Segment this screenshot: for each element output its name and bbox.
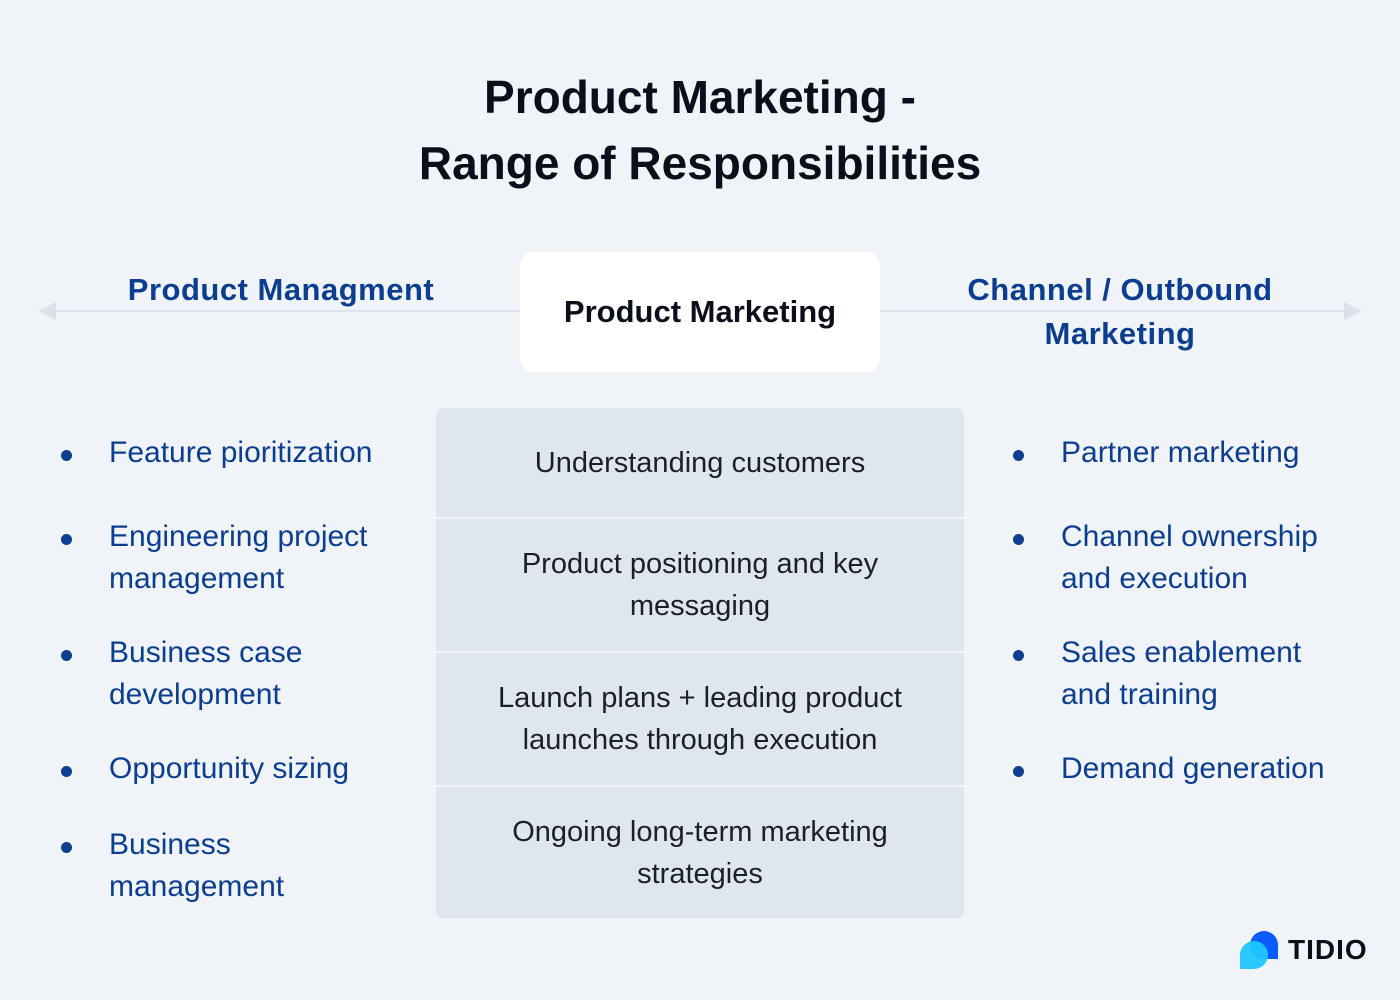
bullet-icon [61,766,72,777]
bullet-icon [1013,534,1024,545]
bullet-icon [1013,766,1024,777]
tidio-logo-icon [1240,931,1280,969]
center-cell: Product positioning and key messaging [521,548,879,622]
left-list-item: Business management [109,828,285,903]
center-cell: Ongoing long-term marketing strategies [512,815,888,890]
arrow-left-icon [38,302,56,320]
left-list-item: Engineering project management [109,520,368,595]
tidio-logo: TIDIO [1240,930,1368,970]
left-list-item: Business case development [109,636,303,711]
heading-channel-outbound-marketing: Channel / Outbound Marketing [967,272,1273,351]
center-cell: Launch plans + leading product launches … [498,682,902,756]
bullet-icon [61,450,72,461]
page-title-line-2: Range of Responsibilities [418,137,982,189]
bullet-icon [61,842,72,853]
bullet-icon [61,534,72,545]
page-title-line-1: Product Marketing - [484,71,916,123]
heading-product-management: Product Managment [127,272,435,307]
bullet-icon [61,650,72,661]
right-list-item: Partner marketing [1061,436,1300,469]
left-list-item: Opportunity sizing [109,752,350,785]
axis-line-right [878,310,1348,312]
bullet-icon [1013,450,1024,461]
left-list-item: Feature pioritization [109,436,373,469]
center-responsibilities-panel: Understanding customers Product position… [436,408,964,918]
right-list-item: Demand generation [1061,752,1325,785]
right-list-item: Sales enablement and training [1061,636,1302,711]
right-list-item: Channel ownership and execution [1061,520,1318,595]
arrow-right-icon [1344,302,1362,320]
divider [436,785,964,787]
divider [436,517,964,519]
divider [436,651,964,653]
center-cell: Understanding customers [534,447,866,479]
heading-product-marketing: Product Marketing [520,252,880,372]
axis-line-left [52,310,522,312]
logo-text: TIDIO [1288,934,1368,965]
bullet-icon [1013,650,1024,661]
